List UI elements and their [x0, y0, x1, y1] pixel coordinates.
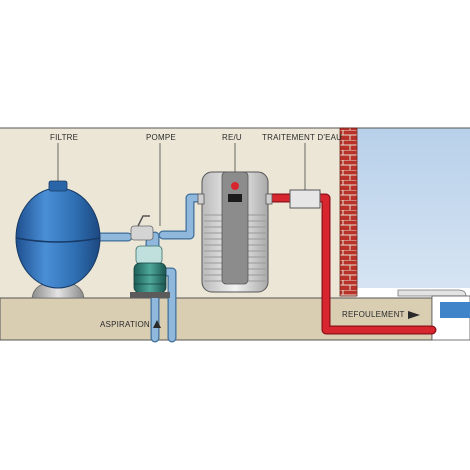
suction-label: ASPIRATION	[100, 320, 150, 329]
sand-filter	[15, 180, 101, 299]
arrow-right-icon	[408, 311, 420, 319]
pool-water-surface	[440, 302, 470, 318]
water-treatment-unit	[289, 189, 321, 209]
pump	[130, 215, 170, 298]
pool-water	[356, 128, 470, 288]
heater-unit	[197, 171, 273, 293]
filter-label: FILTRE	[50, 133, 78, 142]
brick-wall	[339, 127, 358, 297]
discharge-label: REFOULEMENT	[342, 310, 405, 319]
treatment-label: TRAITEMENT D'EAU	[262, 133, 342, 142]
leader-lines	[57, 143, 306, 226]
pool-coping	[397, 289, 467, 297]
arrow-up-icon	[153, 320, 161, 328]
pump-label: POMPE	[146, 133, 176, 142]
heater-label: RE/U	[222, 133, 242, 142]
